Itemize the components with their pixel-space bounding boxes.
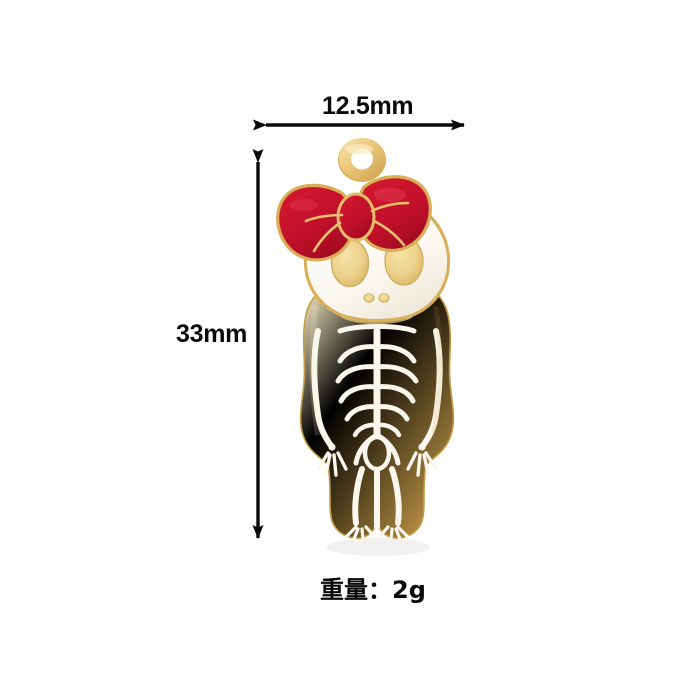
ribcage — [335, 324, 419, 439]
skeleton-charm-image — [276, 138, 455, 556]
foot-bones — [344, 525, 410, 541]
nose-dot-left — [363, 293, 375, 303]
height-dimension-label: 33mm — [176, 320, 248, 348]
width-dimension-label: 12.5mm — [322, 92, 414, 120]
leg-bones — [352, 466, 402, 530]
bow-creases — [304, 201, 410, 253]
bow-knot — [336, 192, 376, 242]
metal-sheen — [309, 304, 443, 436]
bow — [276, 175, 432, 262]
nose-dot-right — [378, 293, 390, 303]
arm-bones — [311, 328, 443, 450]
weight-caption: 重量：2g — [320, 576, 426, 604]
drop-shadow — [326, 538, 430, 556]
jump-ring — [338, 138, 386, 182]
hand-bones — [316, 443, 438, 477]
